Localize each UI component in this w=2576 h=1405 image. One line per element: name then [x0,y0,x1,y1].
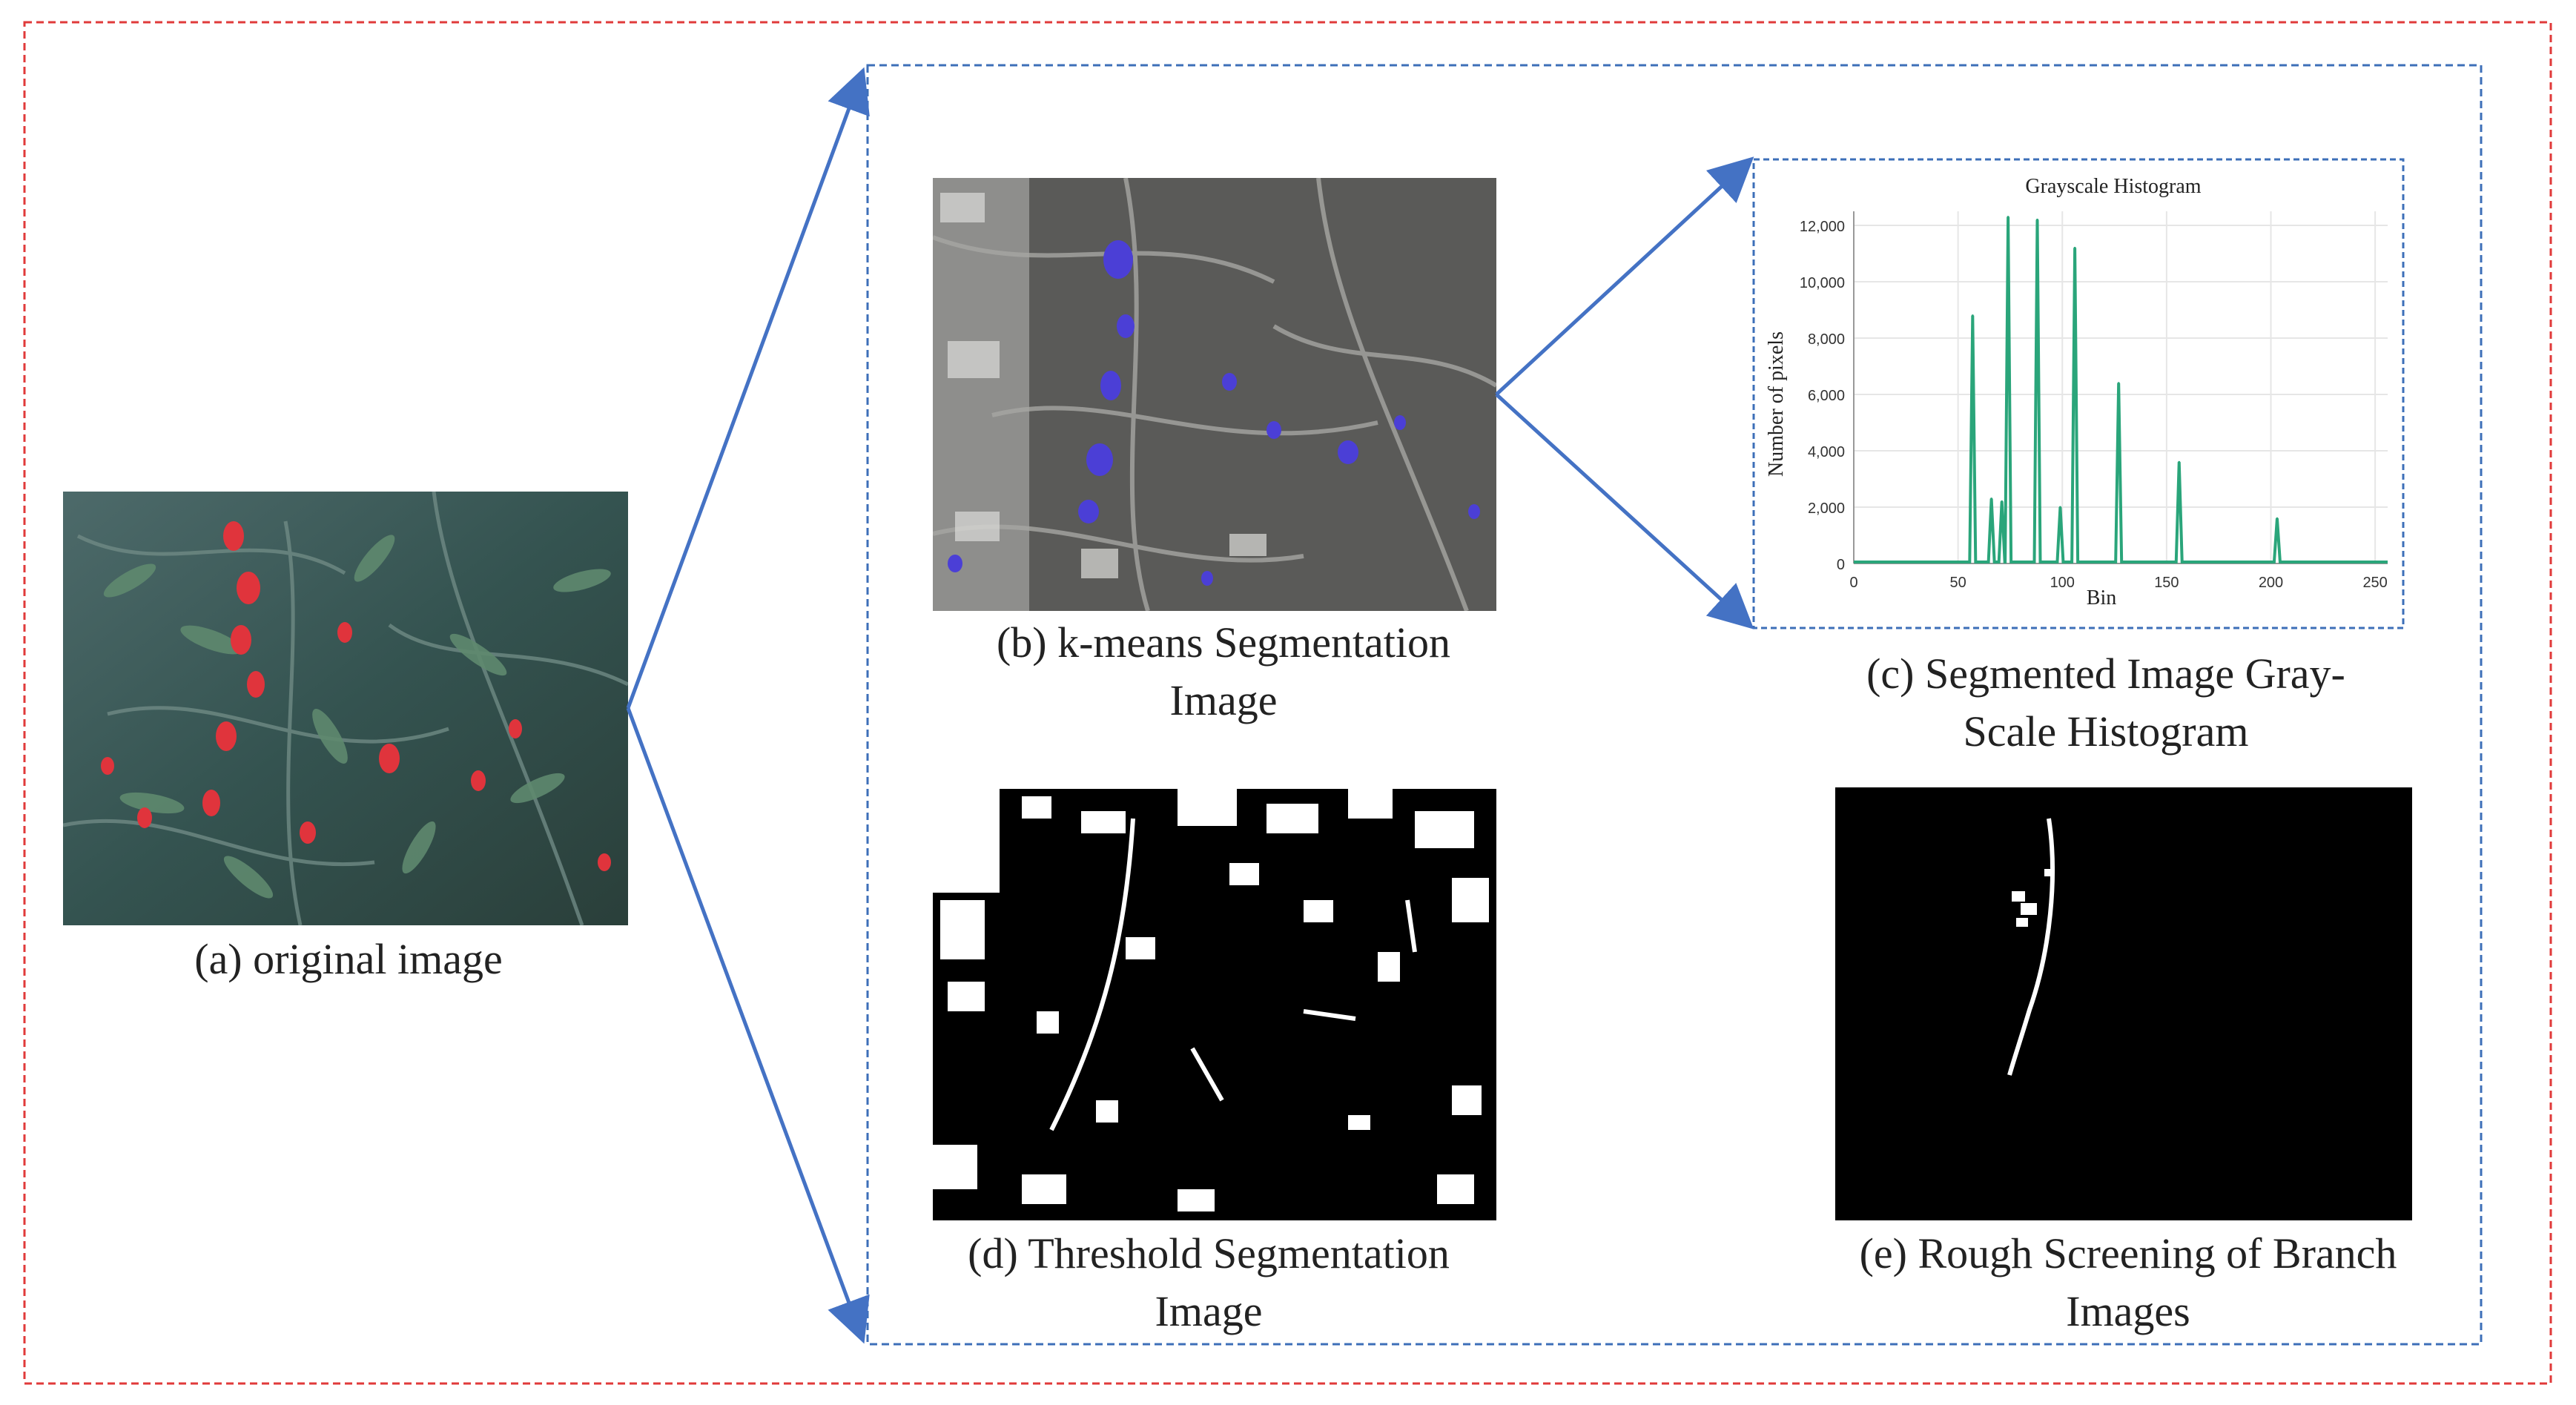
x-tick-label: 50 [1950,575,1966,591]
caption-e-line1: (e) Rough Screening of Branch [1859,1229,2397,1277]
histogram-peak-point [1971,314,1974,317]
histogram-panel: Grayscale Histogram 0 2,000 4,000 6,000 8,00… [1757,159,2402,627]
histogram-peak-point [2178,460,2181,463]
grayscale-histogram-chart: Grayscale Histogram 0 2,000 4,000 6,000 8,00… [1757,159,2402,627]
y-tick-label: 10,000 [1800,275,1845,291]
kmeans-segmentation-graphic [933,178,1496,611]
kmeans-segmentation-image [933,178,1496,611]
y-tick-label: 12,000 [1800,219,1845,235]
arrow-b-to-c-top [1495,156,1754,396]
x-tick-label: 200 [2259,575,2283,591]
histogram-peak-point [2058,506,2061,509]
histogram-peak-point [2007,216,2009,219]
histogram-peak-point [2117,382,2120,385]
caption-d: (d) Threshold Segmentation Image [875,1225,1542,1340]
histogram-peak-point [2276,517,2279,520]
caption-a-line: (a) original image [194,935,503,983]
caption-b-line1: (b) k-means Segmentation [996,618,1451,667]
chart-title: Grayscale Histogram [2025,175,2201,198]
x-tick-label: 250 [2362,575,2387,591]
arrow-a-to-top [626,67,870,709]
caption-b: (b) k-means Segmentation Image [897,614,1550,730]
branch-screening-graphic [1835,787,2412,1220]
caption-c-line1: (c) Segmented Image Gray- [1866,649,2345,698]
branch-screening-image [1835,787,2412,1220]
arrow-a-to-bottom [626,707,870,1344]
threshold-segmentation-graphic [933,789,1496,1220]
caption-e-line2: Images [2066,1287,2190,1335]
histogram-peak-point [2073,246,2076,249]
x-tick-label: 100 [2050,575,2075,591]
histogram-peak-point [2001,500,2004,503]
y-tick-label: 0 [1837,557,1845,573]
y-axis-label: Number of pixels [1765,331,1788,477]
caption-b-line2: Image [1169,676,1278,724]
histogram-peak-point [2036,218,2038,221]
caption-c-line2: Scale Histogram [1963,707,2249,756]
caption-d-line2: Image [1155,1287,1263,1335]
threshold-segmentation-image [933,789,1496,1220]
y-tick-label: 2,000 [1808,500,1845,517]
histogram-peak-point [1990,497,1993,500]
caption-e: (e) Rough Screening of Branch Images [1765,1225,2491,1340]
y-tick-label: 8,000 [1808,331,1845,348]
caption-c: (c) Segmented Image Gray- Scale Histogra… [1765,645,2447,761]
caption-d-line1: (d) Threshold Segmentation [968,1229,1450,1277]
x-tick-label: 0 [1849,575,1857,591]
y-tick-label: 4,000 [1808,444,1845,460]
y-tick-label: 6,000 [1808,388,1845,404]
caption-a: (a) original image [67,930,630,988]
x-axis-label: Bin [2087,586,2116,609]
x-tick-label: 150 [2154,575,2179,591]
arrow-b-to-c-bottom [1495,393,1754,629]
original-image-graphic [63,492,628,925]
original-image [63,492,628,925]
